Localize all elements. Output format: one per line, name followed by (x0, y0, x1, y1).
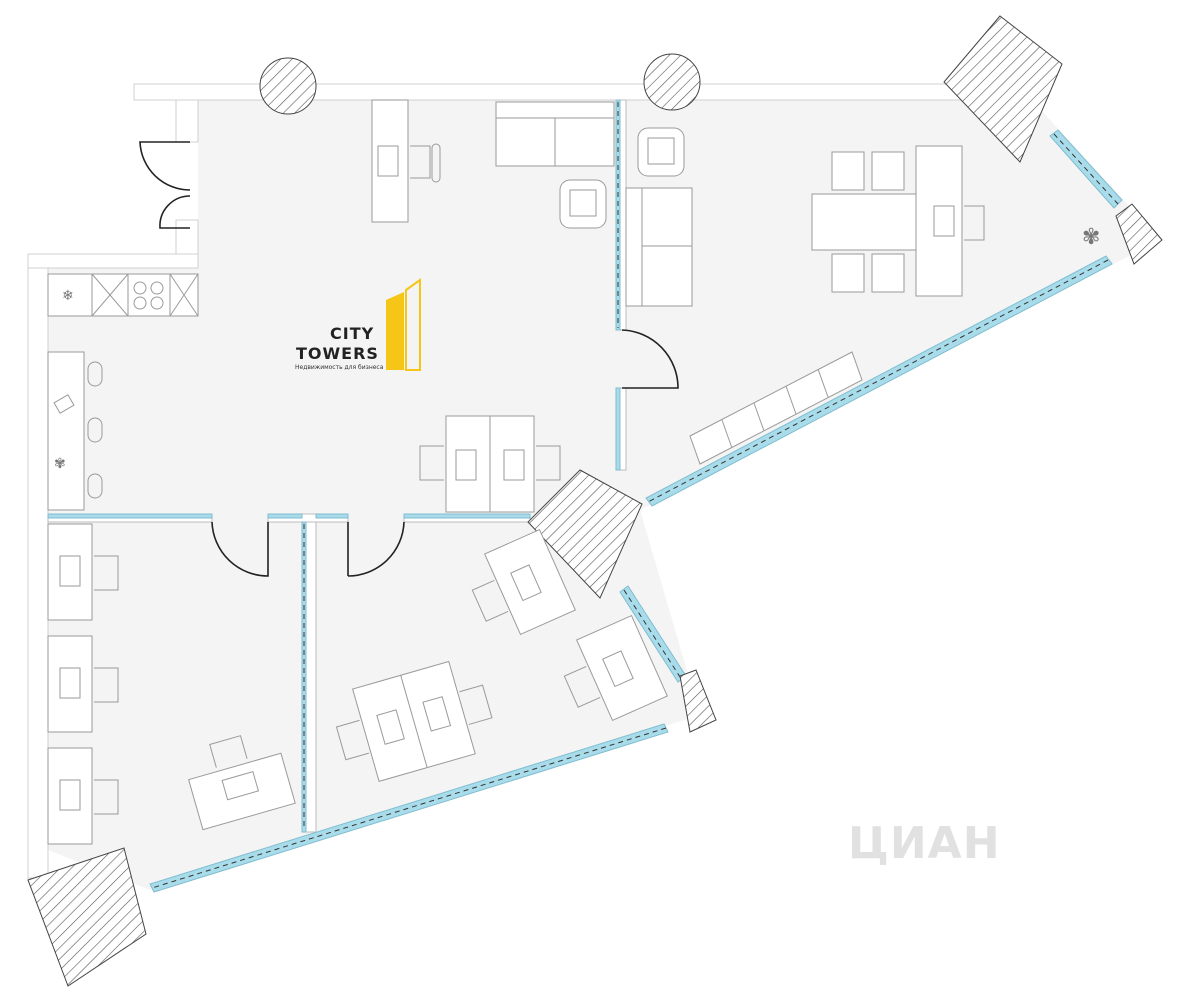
desk-icon (221, 771, 260, 801)
desk-icon (422, 696, 452, 732)
desk-icon (933, 205, 955, 237)
office-desks-left (47, 523, 296, 845)
snowflake-icon: ❄ (62, 288, 74, 304)
chair-icon (536, 445, 561, 481)
desk-icon (59, 667, 81, 699)
chair-icon (471, 579, 509, 622)
column-icon (527, 469, 643, 599)
chair-icon (209, 735, 248, 768)
column-icon (679, 669, 717, 733)
desk-icon (510, 564, 542, 602)
bench-desk-left: ✾ (47, 351, 103, 511)
chair-icon (94, 779, 119, 815)
door-icon (159, 195, 191, 229)
logo-tagline: Недвижимость для бизнеса (295, 364, 384, 371)
chair-icon (459, 684, 493, 725)
stove-icon (133, 281, 164, 310)
desk-icon (59, 779, 81, 811)
desk-icon (377, 145, 399, 177)
chair-icon (410, 145, 431, 179)
plant-icon: ✾ (1082, 225, 1100, 250)
meeting-table: ✾ (811, 145, 1100, 297)
shelving (689, 351, 863, 465)
column-icon (943, 15, 1063, 163)
columns (27, 15, 1163, 987)
watermark: ЦИАН (848, 818, 1001, 869)
desk-top (371, 99, 441, 223)
sofas (495, 101, 693, 307)
desk-icon (376, 709, 405, 745)
glazing (47, 99, 1123, 893)
door-icon (621, 329, 679, 389)
logo-line2: TOWERS (296, 344, 379, 363)
chair-icon (419, 445, 444, 481)
chair-icon (964, 205, 985, 241)
desk-icon (503, 449, 525, 481)
desk-center (419, 415, 561, 513)
logo-mark (386, 278, 421, 371)
column-icon (1115, 203, 1163, 265)
desk-icon (455, 449, 477, 481)
desk-icon (59, 555, 81, 587)
logo-line1: CITY (330, 324, 375, 343)
door-icon (347, 521, 405, 577)
chair-icon (335, 719, 370, 761)
desk-icon (602, 650, 634, 688)
chair-icon (94, 555, 119, 591)
column-icon (259, 57, 317, 115)
column-icon (643, 53, 701, 111)
kitchen: ❄ (47, 273, 199, 317)
logo: CITY TOWERS Недвижимость для бизнеса (290, 276, 430, 376)
door-icon (139, 141, 191, 191)
column-icon (27, 847, 147, 987)
glazing-dashes (151, 102, 1119, 889)
plant-icon: ✾ (54, 456, 66, 472)
doors (139, 141, 679, 577)
door-icon (211, 521, 269, 577)
sofa-icon (625, 187, 693, 307)
chair-icon (563, 665, 601, 708)
chair-icon (94, 667, 119, 703)
outer-walls (27, 83, 965, 879)
office-desks-right (335, 528, 668, 782)
